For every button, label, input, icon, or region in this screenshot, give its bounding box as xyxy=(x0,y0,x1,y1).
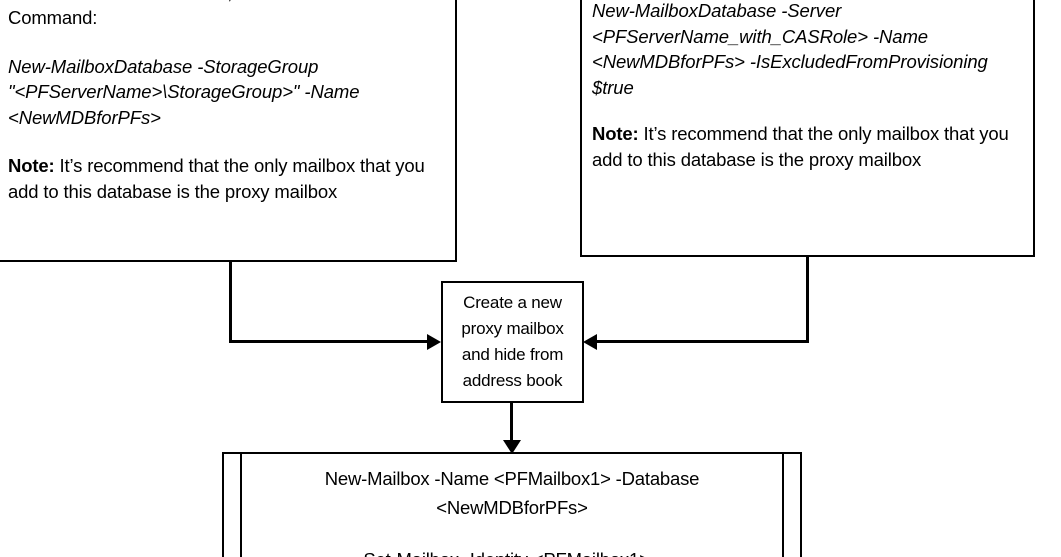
node-center-content: Create a new proxy mailbox and hide from… xyxy=(443,283,582,401)
right-command-line4: $true xyxy=(592,76,634,98)
left-spacer-1 xyxy=(8,31,445,54)
connector-left-vertical xyxy=(229,260,232,343)
bottom-line1: New-Mailbox -Name <PFMailbox1> -Database xyxy=(324,468,700,489)
left-spacer-2 xyxy=(8,130,445,153)
center-line3: and hide from xyxy=(461,345,564,364)
left-note-label: Note: xyxy=(8,155,55,176)
arrowhead-into-center-right xyxy=(583,334,597,350)
right-spacer-2 xyxy=(592,100,1023,121)
bottom-command-block-2: Set-Mailbox -Identity <PFMailbox1> - xyxy=(250,545,774,557)
node-left-content: Create an empty database on the same ser… xyxy=(0,0,455,260)
connector-right-vertical xyxy=(806,255,809,343)
node-bottom-content: New-Mailbox -Name <PFMailbox1> -Database… xyxy=(224,454,800,557)
predefined-process-bar-left xyxy=(240,452,242,557)
right-note-label: Note: xyxy=(592,123,639,144)
node-create-empty-database-cas-role[interactable]: the Public Folder Database, run the foll… xyxy=(580,0,1035,257)
bottom-spacer-1 xyxy=(250,522,774,545)
center-line4: address book xyxy=(462,371,563,390)
bottom-line2: <NewMDBforPFs> xyxy=(436,497,588,518)
connector-center-down xyxy=(510,402,513,444)
bottom-line3: Set-Mailbox -Identity <PFMailbox1> - xyxy=(250,545,774,557)
arrowhead-into-bottom xyxy=(503,440,521,454)
left-intro-line2: the Public Folder Database, run the foll… xyxy=(8,0,445,5)
node-create-empty-database-same-server[interactable]: Create an empty database on the same ser… xyxy=(0,0,457,262)
center-text-block: Create a new proxy mailbox and hide from… xyxy=(461,290,563,394)
left-note: Note: It’s recommend that the only mailb… xyxy=(8,153,445,204)
right-command-line1: New-MailboxDatabase -Server xyxy=(592,0,842,21)
right-note-text: It’s recommend that the only mailbox tha… xyxy=(592,123,1009,170)
right-command-line2: <PFServerName_with_CASRole> -Name xyxy=(592,25,928,47)
left-note-text: It’s recommend that the only mailbox tha… xyxy=(8,155,425,202)
connector-right-horizontal xyxy=(597,340,809,343)
node-new-mailbox-commands[interactable]: New-Mailbox -Name <PFMailbox1> -Database… xyxy=(222,452,802,557)
left-intro-line3: Command: xyxy=(8,7,98,28)
left-command-line3: <NewMDBforPFs> xyxy=(8,106,161,128)
left-command-line2: "<PFServerName>\StorageGroup>" -Name xyxy=(8,81,360,102)
left-command-line1: New-MailboxDatabase -StorageGroup xyxy=(8,55,319,77)
bottom-command-block-1: New-Mailbox -Name <PFMailbox1> -Database… xyxy=(250,464,774,522)
connector-left-horizontal xyxy=(229,340,431,343)
node-right-content: the Public Folder Database, run the foll… xyxy=(582,0,1033,255)
right-command-line3: <NewMDBforPFs> -IsExcludedFromProvisioni… xyxy=(592,51,988,72)
arrowhead-into-center-left xyxy=(427,334,441,350)
center-line1: Create a new xyxy=(463,293,562,312)
predefined-process-bar-right xyxy=(782,452,784,557)
node-create-proxy-mailbox[interactable]: Create a new proxy mailbox and hide from… xyxy=(441,281,584,403)
center-line2: proxy mailbox xyxy=(461,319,564,338)
right-note: Note: It’s recommend that the only mailb… xyxy=(592,121,1023,172)
